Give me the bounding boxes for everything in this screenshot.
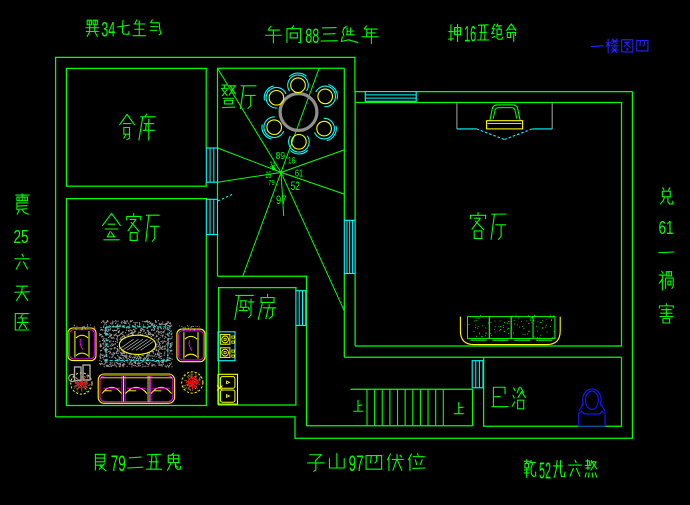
svg-text:79: 79 <box>111 451 126 476</box>
svg-text:52: 52 <box>291 181 300 193</box>
svg-text:52: 52 <box>539 457 551 483</box>
svg-text:61: 61 <box>659 218 674 238</box>
svg-text:16: 16 <box>288 155 296 165</box>
svg-text:97: 97 <box>276 193 286 207</box>
svg-text:79: 79 <box>268 178 274 187</box>
svg-text:34: 34 <box>101 18 115 41</box>
svg-text:25: 25 <box>14 227 29 247</box>
svg-text:89: 89 <box>276 151 286 162</box>
svg-text:25: 25 <box>266 170 272 181</box>
svg-text:34: 34 <box>270 161 276 170</box>
svg-text:97: 97 <box>349 451 364 476</box>
svg-text:61: 61 <box>295 169 303 180</box>
svg-text:16: 16 <box>464 22 476 47</box>
svg-text:88: 88 <box>305 23 319 48</box>
